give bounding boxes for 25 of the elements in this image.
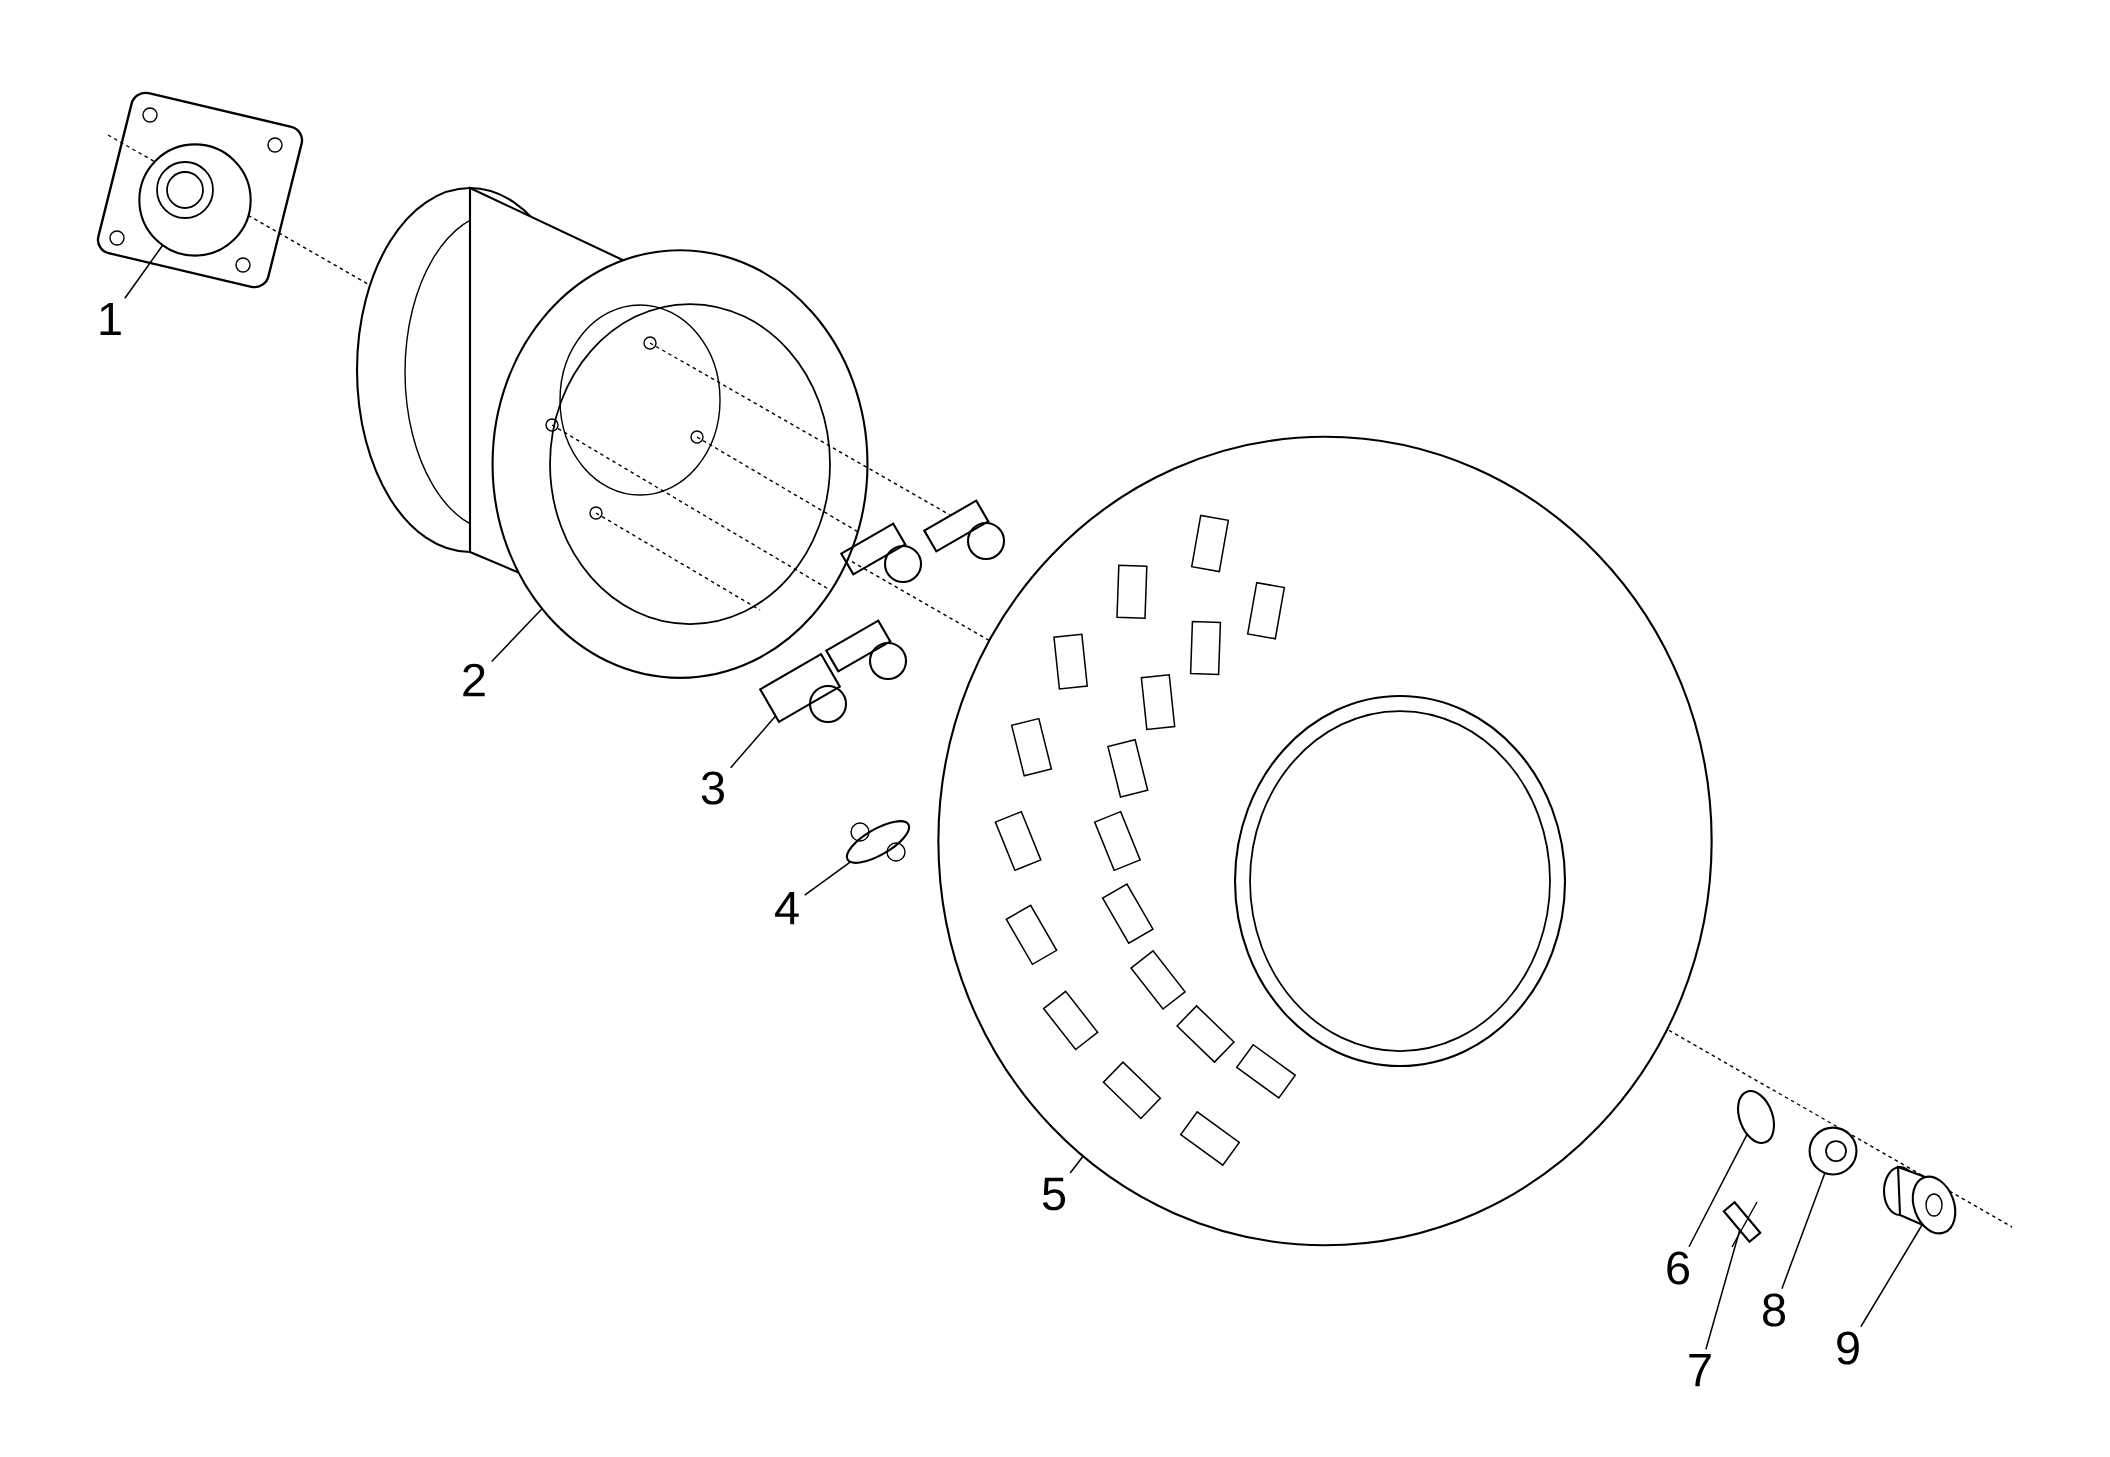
leader-line — [1781, 1172, 1826, 1290]
leader-line — [1688, 1133, 1748, 1248]
callout-number: 2 — [463, 663, 485, 697]
callout-number: 8 — [1763, 1293, 1785, 1327]
leader-line — [490, 607, 543, 663]
valve-stem-drawing — [845, 820, 911, 864]
leader-line — [1860, 1223, 1924, 1328]
callout-number: 1 — [100, 302, 121, 336]
cap-drawing — [1882, 1165, 1957, 1235]
cotter-pin-drawing — [1722, 1200, 1762, 1248]
tire-drawing — [937, 435, 1713, 1247]
nut-drawing — [1808, 1126, 1858, 1176]
callout-number: 7 — [1689, 1353, 1711, 1387]
leader-line — [1705, 1229, 1741, 1350]
hub-drawing — [96, 91, 304, 289]
washer-drawing — [1737, 1090, 1776, 1144]
callout-number: 6 — [1667, 1251, 1689, 1285]
leader-line — [803, 861, 852, 896]
callout-number: 5 — [1042, 1177, 1066, 1211]
callout-number: 9 — [1837, 1331, 1859, 1365]
callout-number: 4 — [775, 891, 799, 925]
leader-line — [729, 715, 777, 769]
leader-line — [1069, 1155, 1084, 1174]
callout-number: 3 — [701, 771, 724, 805]
leader-line — [124, 244, 164, 299]
